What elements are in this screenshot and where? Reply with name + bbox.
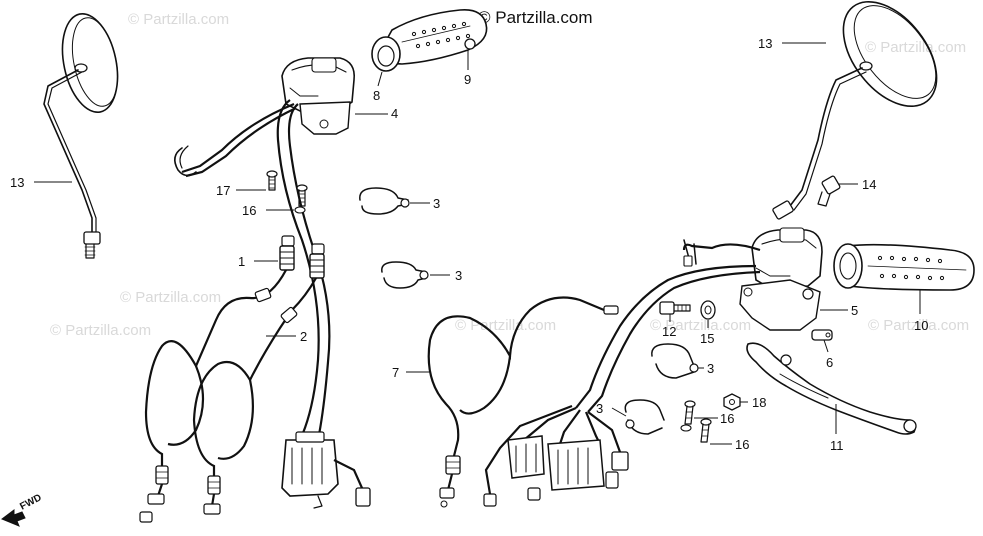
left-grip bbox=[371, 8, 488, 72]
screw-16-upper bbox=[294, 184, 308, 214]
callout-16-lower-b: 16 bbox=[735, 437, 749, 452]
callout-2: 2 bbox=[300, 329, 307, 344]
callout-7: 7 bbox=[392, 365, 399, 380]
callout-14: 14 bbox=[862, 177, 876, 192]
left-switch-housing bbox=[281, 57, 356, 135]
left-mirror bbox=[43, 12, 119, 259]
watermark: © Partzilla.com bbox=[120, 289, 221, 306]
clamp-3d bbox=[624, 399, 665, 435]
left-connector-block bbox=[281, 431, 371, 509]
watermark: © Partzilla.com bbox=[865, 39, 966, 56]
throttle-cable-2 bbox=[192, 243, 325, 515]
mirror-adapter-14 bbox=[817, 175, 841, 207]
callout-3-a: 3 bbox=[433, 196, 440, 211]
callout-3-c: 3 bbox=[707, 361, 714, 376]
right-grip bbox=[833, 243, 975, 291]
bolt-12 bbox=[659, 301, 691, 315]
watermark: © Partzilla.com bbox=[128, 11, 229, 28]
washer-15 bbox=[700, 300, 716, 320]
callout-3-b: 3 bbox=[455, 268, 462, 283]
right-connector-blocks bbox=[483, 404, 629, 507]
screw-16-lower-b bbox=[700, 418, 712, 443]
callout-9: 9 bbox=[464, 72, 471, 87]
screw-17 bbox=[266, 170, 278, 191]
callout-5: 5 bbox=[851, 303, 858, 318]
clamp-3b bbox=[381, 261, 429, 289]
callout-13-right: 13 bbox=[758, 36, 772, 51]
fwd-label: FWD bbox=[18, 492, 43, 512]
callout-15: 15 bbox=[700, 331, 714, 346]
callout-16-lower-a: 16 bbox=[720, 411, 734, 426]
grip-texture bbox=[877, 255, 945, 281]
fwd-indicator: FWD bbox=[0, 492, 44, 527]
callout-18: 18 bbox=[752, 395, 766, 410]
brake-lever bbox=[746, 342, 917, 435]
watermark-main: © Partzilla.com bbox=[478, 8, 593, 27]
callout-4: 4 bbox=[391, 106, 398, 121]
clutch-cable bbox=[427, 296, 619, 508]
callout-10: 10 bbox=[914, 318, 928, 333]
clamp-3a bbox=[359, 187, 410, 215]
callout-8: 8 bbox=[373, 88, 380, 103]
callout-3-d: 3 bbox=[596, 401, 603, 416]
nut-18 bbox=[723, 393, 741, 411]
callout-6: 6 bbox=[826, 355, 833, 370]
lever-pin-6 bbox=[811, 329, 833, 341]
callout-16-upper: 16 bbox=[242, 203, 256, 218]
right-switch-harness bbox=[575, 239, 761, 413]
watermark: © Partzilla.com bbox=[650, 317, 751, 334]
callout-1: 1 bbox=[238, 254, 245, 269]
callout-17: 17 bbox=[216, 183, 230, 198]
watermarks: © Partzilla.com © Partzilla.com © Partzi… bbox=[50, 11, 969, 339]
watermark: © Partzilla.com bbox=[455, 317, 556, 334]
callout-13-left: 13 bbox=[10, 175, 24, 190]
callout-12: 12 bbox=[662, 324, 676, 339]
right-switch-housing bbox=[739, 227, 823, 331]
watermark: © Partzilla.com bbox=[868, 317, 969, 334]
grip-texture bbox=[411, 21, 471, 49]
watermark: © Partzilla.com bbox=[50, 322, 151, 339]
callout-11: 11 bbox=[830, 438, 844, 453]
screw-16-lower-a bbox=[680, 400, 696, 432]
right-mirror bbox=[772, 0, 938, 220]
clamp-3c bbox=[651, 343, 699, 379]
